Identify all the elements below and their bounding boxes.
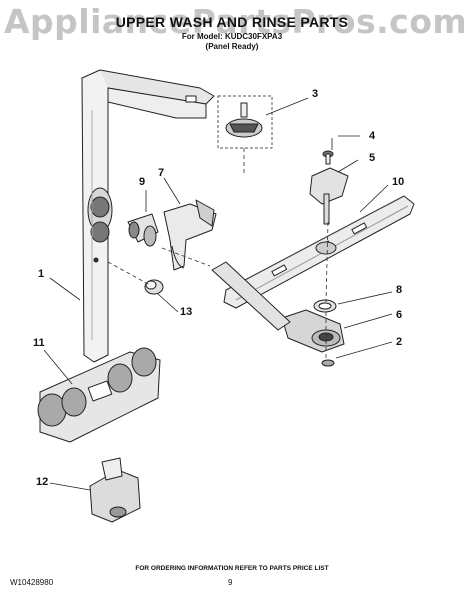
part-6-feed-tube	[211, 261, 345, 353]
model-line: For Model: KUDC30FXPA3	[181, 32, 283, 41]
callout-3: 3	[312, 88, 319, 100]
callout-4: 4	[369, 130, 376, 142]
part-12-coupler	[89, 457, 141, 523]
page-number: 9	[228, 578, 233, 587]
callout-1: 1	[38, 268, 45, 280]
document-number: W10428980	[10, 578, 54, 587]
part-5-mount	[309, 167, 349, 225]
part-10-spray-arm	[223, 195, 415, 309]
part-1-manifold	[81, 69, 215, 363]
part-4-screw	[322, 150, 334, 165]
callout-6: 6	[396, 309, 403, 321]
callout-13: 13	[180, 306, 193, 318]
subtitle: (Panel Ready)	[205, 42, 259, 51]
callout-9: 9	[139, 176, 146, 188]
callout-5: 5	[369, 152, 376, 164]
part-8-ring	[313, 299, 337, 313]
watermark: AppliancePartsPros.com	[4, 2, 464, 41]
part-11-nozzle-manifold	[37, 347, 161, 443]
part-2-washer	[321, 359, 335, 367]
part-13-cap	[144, 279, 164, 295]
callout-2: 2	[396, 336, 403, 348]
callout-11: 11	[33, 337, 45, 349]
part-7-bracket	[163, 199, 217, 271]
part-9-nozzle	[127, 213, 159, 247]
ordering-note: FOR ORDERING INFORMATION REFER TO PARTS …	[135, 565, 329, 572]
page-title: UPPER WASH AND RINSE PARTS	[115, 14, 349, 30]
callout-8: 8	[396, 284, 403, 296]
part-3-hub	[217, 95, 273, 149]
callout-12: 12	[36, 476, 49, 488]
callout-10: 10	[392, 176, 405, 188]
callout-7: 7	[158, 167, 165, 179]
